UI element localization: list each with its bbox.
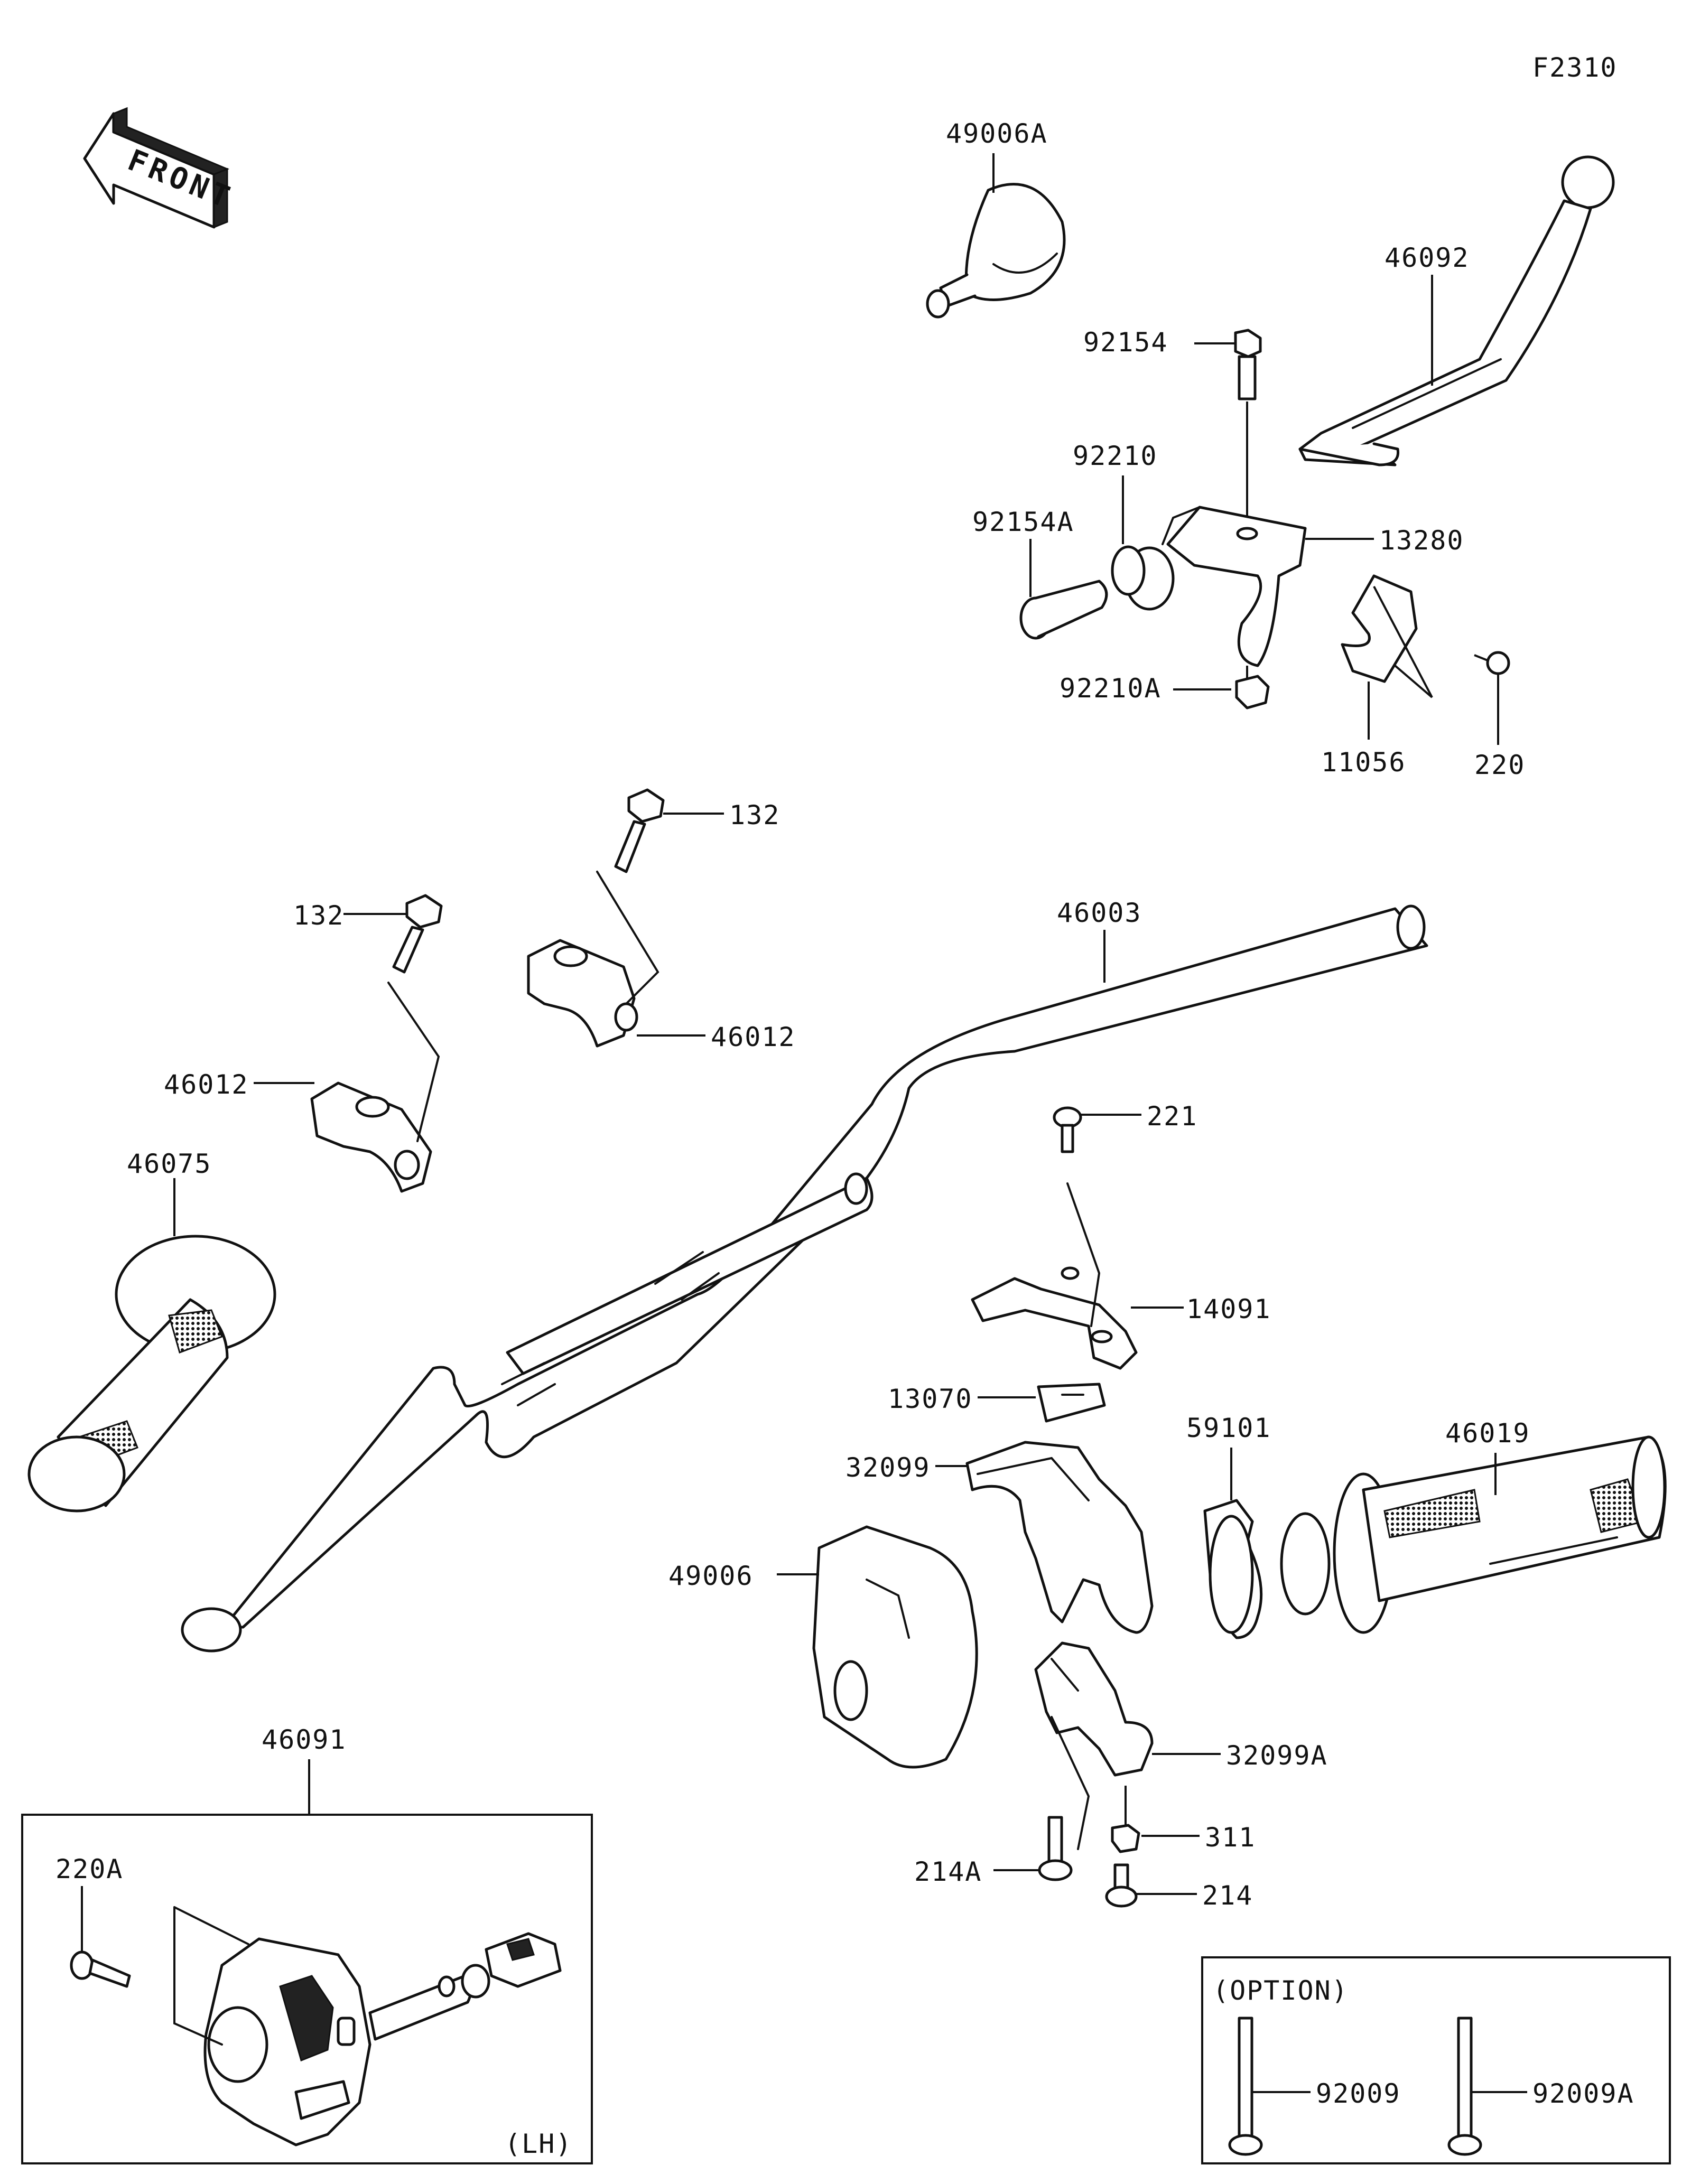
part-132-upper-drawing	[614, 788, 724, 873]
label-92154A: 92154A	[972, 507, 1074, 537]
part-46075-left-grip-drawing	[27, 1178, 276, 1513]
label-132-upper: 132	[729, 800, 780, 830]
part-13070-drawing	[978, 1383, 1106, 1423]
label-13070: 13070	[888, 1384, 973, 1414]
part-14091-drawing	[971, 1182, 1184, 1370]
part-92210A-drawing	[1173, 675, 1270, 710]
label-220A: 220A	[55, 1854, 123, 1884]
part-46091-switch-drawing	[173, 1906, 562, 2146]
label-13280: 13280	[1379, 525, 1464, 556]
option-box-label: (OPTION)	[1213, 1975, 1349, 2006]
part-11056-drawing	[1341, 574, 1433, 740]
label-92009A: 92009A	[1532, 2078, 1634, 2109]
front-arrow-icon: FRONT	[83, 107, 238, 229]
part-13280-drawing	[1162, 506, 1374, 682]
part-46092-drawing	[1298, 155, 1615, 466]
lh-label: (LH)	[505, 2129, 572, 2159]
part-46019-right-grip-drawing	[1280, 1435, 1667, 1634]
label-49006A: 49006A	[946, 118, 1048, 149]
part-49006-drawing	[777, 1525, 978, 1769]
label-11056: 11056	[1321, 747, 1406, 778]
part-92154-drawing	[1194, 329, 1262, 528]
label-92154: 92154	[1083, 327, 1168, 358]
label-49006: 49006	[668, 1561, 754, 1591]
part-220-drawing	[1474, 651, 1510, 745]
label-46012-left: 46012	[164, 1069, 249, 1100]
label-92009: 92009	[1316, 2078, 1401, 2109]
part-92154A-drawing	[1019, 539, 1108, 640]
label-46091: 46091	[262, 1724, 347, 1755]
option-box	[1201, 1956, 1671, 2164]
label-92210A: 92210A	[1060, 673, 1162, 704]
part-32099-drawing	[935, 1441, 1154, 1634]
part-132-left-drawing	[343, 894, 443, 974]
part-49006A-drawing	[926, 153, 1066, 319]
part-46003-handlebar-drawing	[181, 904, 1428, 1653]
part-46012-upper-drawing	[527, 871, 705, 1048]
part-214A-drawing	[993, 1816, 1073, 1881]
label-311: 311	[1205, 1822, 1256, 1853]
label-46019: 46019	[1445, 1418, 1530, 1449]
part-92009A-drawing	[1447, 2017, 1527, 2156]
part-221-drawing	[1053, 1106, 1141, 1153]
label-46012-upper: 46012	[711, 1022, 796, 1052]
part-311-drawing	[1111, 1786, 1200, 1853]
label-46075: 46075	[127, 1149, 212, 1179]
label-14091: 14091	[1186, 1294, 1271, 1324]
label-46003: 46003	[1057, 898, 1142, 928]
label-32099: 32099	[846, 1452, 931, 1483]
part-214-drawing	[1105, 1863, 1197, 1908]
label-59101: 59101	[1186, 1413, 1271, 1443]
label-132-left: 132	[293, 900, 344, 931]
label-220: 220	[1474, 750, 1525, 780]
label-32099A: 32099A	[1226, 1740, 1328, 1771]
label-214A: 214A	[914, 1856, 982, 1887]
label-214: 214	[1202, 1880, 1253, 1911]
part-32099A-drawing	[1034, 1641, 1221, 1850]
label-221: 221	[1147, 1101, 1197, 1132]
label-46092: 46092	[1385, 242, 1470, 273]
part-92210-drawing	[1111, 475, 1175, 611]
switch-detail-box	[21, 1814, 593, 2164]
part-220A-drawing	[70, 1886, 131, 1988]
figure-code: F2310	[1532, 52, 1618, 83]
part-59101-drawing	[1203, 1448, 1263, 1639]
part-92009-drawing	[1228, 2017, 1311, 2156]
part-46012-left-drawing	[254, 982, 440, 1193]
label-92210: 92210	[1073, 441, 1158, 471]
